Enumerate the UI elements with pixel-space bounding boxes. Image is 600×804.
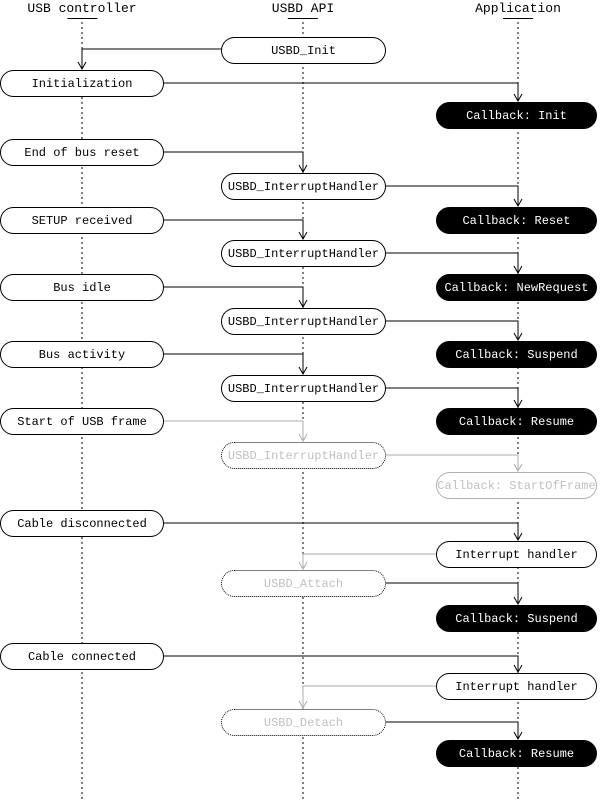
node-callback-resume-2: Callback: Resume <box>436 740 597 767</box>
connector-handler-to-callback-newrequest <box>386 252 523 275</box>
connector-interrupthandler-to-usbddetach-muted <box>298 685 436 710</box>
node-usbd-interrupthandler-4: USBD_InterruptHandler <box>221 375 386 402</box>
node-end-of-bus-reset: End of bus reset <box>0 139 164 166</box>
node-initialization: Initialization <box>0 70 164 97</box>
node-callback-newrequest: Callback: NewRequest <box>436 274 597 301</box>
connector-usbdinit-to-initialization <box>77 48 221 71</box>
node-bus-activity: Bus activity <box>0 341 164 368</box>
node-interrupt-handler-2: Interrupt handler <box>436 673 597 700</box>
node-usbd-interrupthandler-2: USBD_InterruptHandler <box>221 240 386 267</box>
node-usbd-init: USBD_Init <box>221 37 386 64</box>
node-usbd-interrupthandler-1: USBD_InterruptHandler <box>221 173 386 200</box>
connector-startofusbframe-to-handler-muted <box>164 420 308 443</box>
column-header-usb-controller: USB controller <box>27 1 137 19</box>
connector-handler-to-callback-reset <box>386 185 523 208</box>
node-usbd-interrupthandler-muted: USBD_InterruptHandler <box>221 442 386 469</box>
column-label: USB controller <box>27 1 137 16</box>
connector-setupreceived-to-handler <box>164 219 308 241</box>
column-header-application: Application <box>475 1 561 19</box>
header-underline <box>502 18 533 19</box>
node-interrupt-handler-1: Interrupt handler <box>436 541 597 568</box>
node-callback-suspend-1: Callback: Suspend <box>436 341 597 368</box>
node-cable-disconnected: Cable disconnected <box>0 510 164 537</box>
connector-usbdattach-to-callback-suspend <box>386 582 523 606</box>
connector-interrupthandler-to-usbdattach-muted <box>298 553 436 571</box>
header-underline <box>287 18 318 19</box>
connector-usbddetach-to-callback-resume <box>386 721 523 741</box>
node-callback-reset: Callback: Reset <box>436 207 597 234</box>
column-label: Application <box>475 1 561 16</box>
node-callback-init: Callback: Init <box>436 102 597 129</box>
connector-busactivity-to-handler <box>164 353 308 376</box>
node-callback-startofframe: Callback: StartOfFrame <box>436 472 597 499</box>
connector-endofbusreset-to-handler <box>164 151 308 174</box>
node-usbd-interrupthandler-3: USBD_InterruptHandler <box>221 308 386 335</box>
column-header-usbd-api: USBD API <box>272 1 334 19</box>
connector-cableconnected-to-interrupthandler <box>164 655 523 674</box>
column-label: USBD API <box>271 1 335 16</box>
node-usbd-attach: USBD_Attach <box>221 570 386 597</box>
connector-initialization-to-callback-init <box>164 82 523 103</box>
connector-handler-to-callback-startofframe-muted <box>386 454 523 473</box>
node-start-of-usb-frame: Start of USB frame <box>0 408 164 435</box>
header-underline <box>67 18 97 19</box>
node-cable-connected: Cable connected <box>0 643 164 670</box>
connector-handler-to-callback-suspend <box>386 320 523 342</box>
node-setup-received: SETUP received <box>0 207 164 234</box>
connector-cabledisconnected-to-interrupthandler <box>164 522 523 542</box>
node-callback-suspend-2: Callback: Suspend <box>436 605 597 632</box>
node-callback-resume-1: Callback: Resume <box>436 408 597 435</box>
node-bus-idle: Bus idle <box>0 274 164 301</box>
node-usbd-detach: USBD_Detach <box>221 709 386 736</box>
connector-handler-to-callback-resume <box>386 387 523 409</box>
connector-busidle-to-handler <box>164 286 308 309</box>
